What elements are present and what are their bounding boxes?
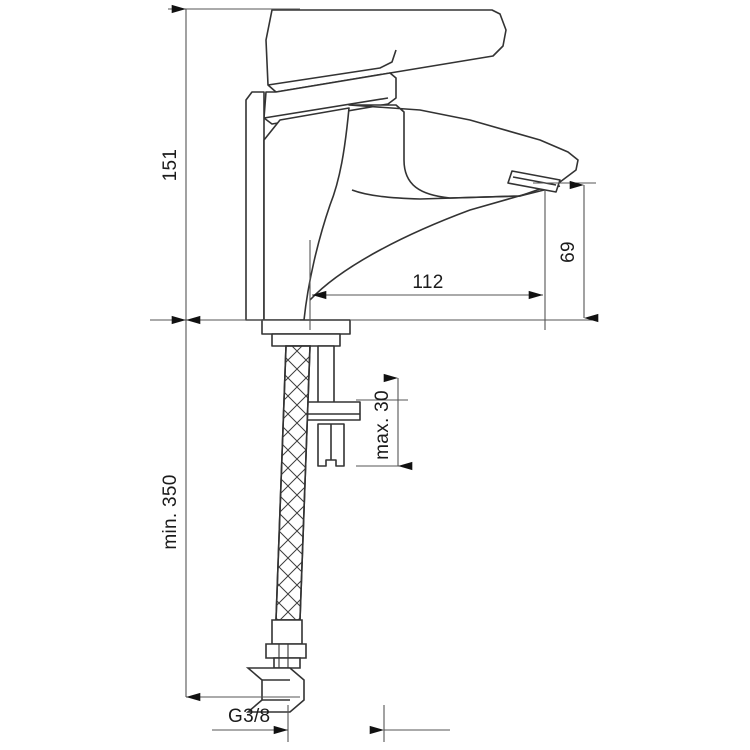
dimension-151: 151 bbox=[160, 149, 181, 182]
handle-shroud-seam bbox=[263, 97, 389, 119]
threaded-rod bbox=[317, 345, 335, 411]
dimension-thread-g38: G3/8 bbox=[228, 706, 270, 727]
spout bbox=[263, 107, 350, 321]
mounting-base-shank bbox=[271, 333, 341, 347]
dimension-112: 112 bbox=[412, 272, 443, 293]
body-blend-outline bbox=[351, 185, 561, 200]
hose-hex-nut-fitting bbox=[245, 619, 307, 713]
dimension-lines bbox=[150, 4, 599, 742]
handle-shroud bbox=[263, 72, 397, 125]
lever-handle bbox=[265, 9, 507, 93]
aerator-inner-line bbox=[512, 176, 557, 186]
dimension-max-30: max. 30 bbox=[372, 390, 393, 460]
mounting-base bbox=[261, 319, 351, 335]
dimension-69: 69 bbox=[558, 241, 579, 263]
lever-handle-underline bbox=[267, 49, 397, 86]
braided-flexible-hose bbox=[275, 345, 311, 621]
faucet-outline bbox=[245, 9, 579, 467]
faucet-column bbox=[245, 91, 265, 321]
dimension-min-350: min. 350 bbox=[160, 474, 181, 549]
spout-lower-curve bbox=[309, 193, 527, 301]
